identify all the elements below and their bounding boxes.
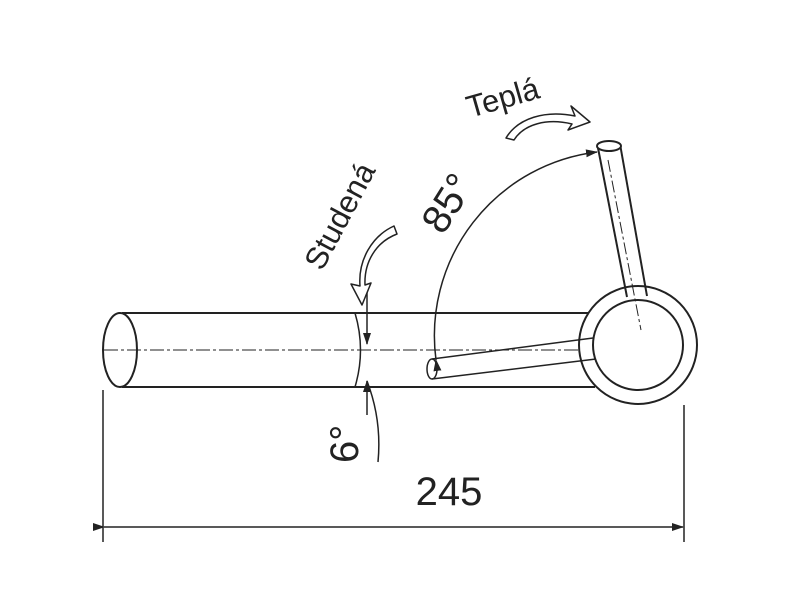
dimension-245 bbox=[93, 390, 685, 542]
lever-center-line bbox=[607, 159, 642, 331]
spout-angle-label: 6° bbox=[323, 425, 367, 463]
arrow-curved-down-icon bbox=[350, 225, 398, 306]
lever-angle-label: 85° bbox=[413, 166, 482, 241]
angle-indicator-6 bbox=[363, 291, 380, 463]
length-label: 245 bbox=[416, 470, 483, 514]
lever-tilted-6deg bbox=[426, 337, 597, 380]
hot-label: Teplá bbox=[462, 70, 544, 124]
lever-vertical-85deg bbox=[596, 140, 648, 298]
lever-hub bbox=[578, 285, 698, 405]
angle-arc-85 bbox=[433, 149, 598, 372]
arrow-curved-right-icon bbox=[505, 105, 591, 141]
